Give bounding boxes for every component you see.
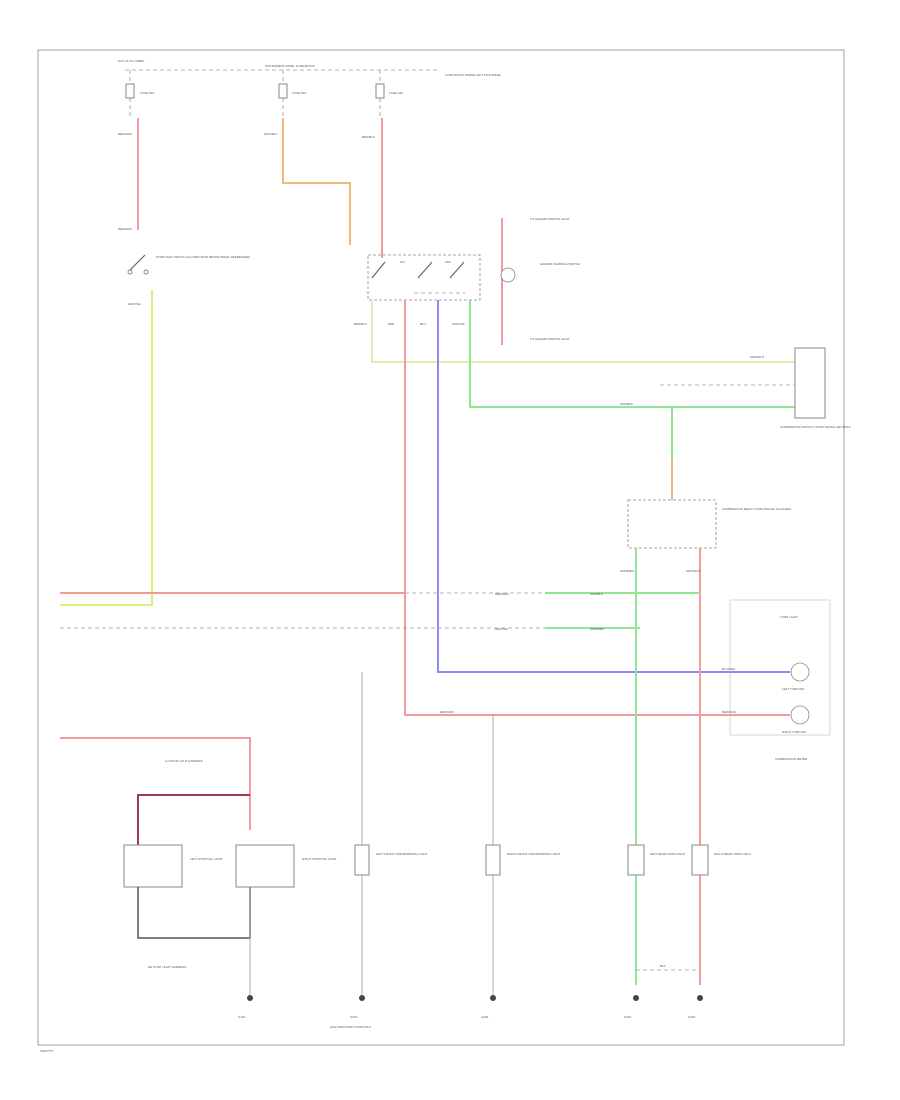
- combination-meter-box: [729, 599, 831, 736]
- fuse-block-label: INSTRUMENT PANEL FUSE BLOCK: [265, 64, 315, 68]
- svg-text:BLU/RED: BLU/RED: [722, 667, 736, 671]
- wire-tan: [371, 300, 795, 363]
- svg-text:RED/BLK: RED/BLK: [362, 135, 375, 139]
- svg-text:RED: RED: [388, 322, 395, 326]
- turn-relay: [627, 499, 717, 549]
- svg-text:HIGH MOUNTED STOPLIGHT: HIGH MOUNTED STOPLIGHT: [330, 1025, 371, 1029]
- right-turn-indicator: [790, 705, 810, 725]
- right-stop-label: RIGHT STOP/TAIL LIGHT: [302, 857, 337, 861]
- svg-text:G201: G201: [350, 1015, 358, 1019]
- turn-relay-label: COMBINATION RELAY (TURN SIGNAL FLASHER): [722, 507, 791, 511]
- wire-green-top: [469, 300, 795, 408]
- left-turn-indicator: [790, 662, 810, 682]
- svg-text:RED/GRN: RED/GRN: [118, 132, 132, 136]
- left-rear-turn-light: [627, 844, 645, 876]
- hazard-on-label: ON: [400, 260, 405, 264]
- svg-text:GRN/RED: GRN/RED: [590, 627, 605, 631]
- right-turn-ind-label: RIGHT TURN IND: [782, 730, 807, 734]
- wire-red-main: [404, 300, 790, 716]
- fuse-block-note: FUSE BLOCK INSIDE LEFT KICK PANEL: [445, 73, 502, 77]
- svg-text:RED/GRN: RED/GRN: [440, 710, 454, 714]
- fuse-c-label: FUSE 10A: [389, 91, 403, 95]
- fuse-a: [125, 83, 135, 99]
- hazard-switch-label: HAZARD WARNING SWITCH: [540, 262, 580, 266]
- svg-text:GRN/YEL: GRN/YEL: [495, 627, 509, 631]
- turn-light-label: TURN LIGHT: [780, 615, 798, 619]
- svg-text:RED/GRN: RED/GRN: [495, 592, 509, 596]
- diagram-frame: [37, 49, 845, 1046]
- left-turn-ind-label: LEFT TURN IND: [782, 687, 805, 691]
- svg-text:RED/GRN: RED/GRN: [118, 227, 132, 231]
- svg-text:RED/BLK: RED/BLK: [354, 322, 367, 326]
- svg-text:G301: G301: [624, 1015, 632, 1019]
- left-rear-label: LEFT REAR TURN LIGHT: [650, 852, 685, 856]
- to-hazard-1: TO HAZARD SWITCH LIGHT: [530, 217, 570, 221]
- right-rear-label: RIGHT REAR TURN LIGHT: [714, 852, 751, 856]
- combination-switch-label: COMBINATION SWITCH (TURN SIGNAL SECTION): [780, 425, 851, 429]
- hazard-switch-box: [367, 254, 481, 301]
- svg-text:BLK: BLK: [660, 964, 666, 968]
- wire-stop-feed: [60, 737, 251, 830]
- ground-1: [247, 995, 253, 1001]
- wire-stop-lh: [137, 794, 250, 845]
- ground-4: [633, 995, 639, 1001]
- rh-harness-label: RH STOP LIGHT HARNESS: [148, 965, 186, 969]
- high-mount-label: LEFT FRONT TURN/PARKING LIGHT: [376, 852, 427, 856]
- left-stop-light: [123, 844, 183, 888]
- svg-text:G302: G302: [688, 1015, 696, 1019]
- right-stop-light: [235, 844, 295, 888]
- fuse-a-label: FUSE 15A: [140, 91, 154, 95]
- fuse-c: [375, 83, 385, 99]
- svg-text:GRN/WHT: GRN/WHT: [686, 569, 700, 573]
- svg-text:G101: G101: [238, 1015, 246, 1019]
- svg-text:GRN/YEL: GRN/YEL: [452, 322, 466, 326]
- svg-text:GRN/YEL: GRN/YEL: [128, 302, 142, 306]
- combination-meter-label: COMBINATION METER: [775, 757, 808, 761]
- fuse-b: [278, 83, 288, 99]
- left-front-label: RIGHT FRONT TURN/PARKING LIGHT: [507, 852, 560, 856]
- hazard-switch-light: [500, 267, 516, 283]
- hazard-off-label: OFF: [445, 260, 451, 264]
- stop-ground-loop: [137, 887, 251, 939]
- right-rear-turn-light: [691, 844, 709, 876]
- hot-label: HOT AT ALL TIMES: [118, 59, 144, 63]
- footer-code: 1993 PTS: [40, 1049, 53, 1053]
- lh-harness-label: LH STOP LIGHT HARNESS: [165, 759, 203, 763]
- fuse-b-label: FUSE 15A: [292, 91, 306, 95]
- stoplight-switch: [129, 254, 146, 271]
- svg-text:GRN/BLK: GRN/BLK: [590, 592, 603, 596]
- ground-3: [490, 995, 496, 1001]
- ground-5: [697, 995, 703, 1001]
- wire-yellow-green: [60, 290, 153, 606]
- wire-blue-main: [437, 300, 790, 673]
- svg-text:GRN/RED: GRN/RED: [620, 569, 635, 573]
- stoplight-switch-label: STOPLIGHT SWITCH (CLOSED WITH BRAKE PEDA…: [156, 255, 250, 259]
- ground-2: [359, 995, 365, 1001]
- svg-text:BLU: BLU: [420, 322, 426, 326]
- svg-text:GRN/WHT: GRN/WHT: [750, 355, 764, 359]
- combination-switch-box: [794, 347, 826, 419]
- svg-text:G202: G202: [481, 1015, 489, 1019]
- to-hazard-2: TO HAZARD SWITCH LIGHT: [530, 337, 570, 341]
- left-stop-label: LEFT STOP/TAIL LIGHT: [190, 857, 223, 861]
- svg-text:WHT/BLU: WHT/BLU: [264, 132, 278, 136]
- left-front-turn-light: [485, 844, 501, 876]
- svg-text:RED/GRN: RED/GRN: [722, 710, 736, 714]
- wire-orange: [282, 118, 351, 245]
- high-mount-stop-light: [354, 844, 370, 876]
- svg-text:GRN/BLK: GRN/BLK: [620, 402, 633, 406]
